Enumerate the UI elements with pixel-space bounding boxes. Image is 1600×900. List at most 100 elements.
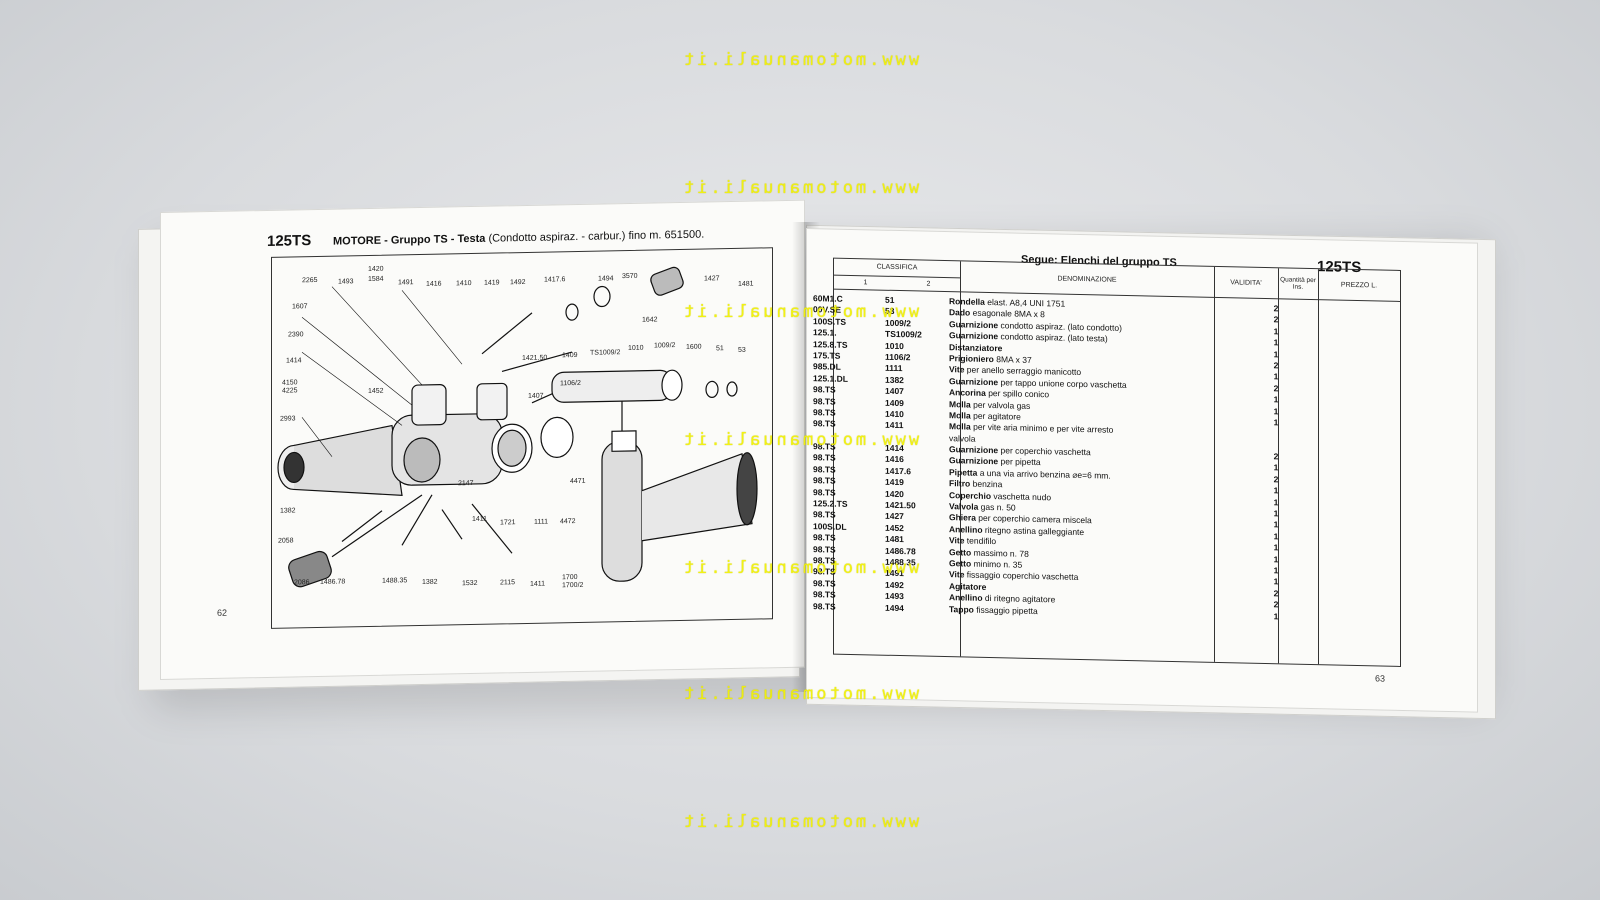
callout-label: 1010 [628, 344, 644, 353]
callout-label: 1106/2 [560, 379, 581, 388]
callout-label: 1420 [368, 265, 384, 274]
part-description: gas n. 50 [978, 501, 1016, 513]
classifica-2-cell: 1410 [885, 408, 904, 420]
quantity-cell: 1 [1273, 405, 1279, 416]
callout-label: 1382 [422, 578, 438, 586]
classifica-2-cell: 1493 [885, 590, 904, 602]
part-name: Guarnizione [949, 330, 999, 342]
callout-label: 1488.35 [382, 577, 408, 585]
callout-label: 1411 [530, 580, 546, 588]
part-description: vaschetta nudo [991, 490, 1052, 502]
callout-label: 1411 [472, 515, 488, 524]
classifica-1-cell: 98.TS [813, 600, 836, 612]
classifica-2-cell: 1382 [885, 374, 904, 385]
part-description: fissaggio pipetta [973, 604, 1038, 616]
part-name: Guarnizione [949, 455, 999, 467]
callout-label: 2086 [294, 579, 310, 587]
watermark-text: www.motomanuali.it [680, 50, 920, 70]
callout-label: 1410 [456, 280, 472, 288]
classifica-2-cell: 1421.50 [885, 499, 916, 511]
classifica-1-cell: 98.TS [813, 464, 836, 475]
callout-label: 1009/2 [654, 342, 676, 350]
part-name: Filtro [949, 478, 971, 489]
col-classifica: CLASSIFICA [876, 263, 918, 272]
callout-label: 1416 [426, 280, 442, 288]
callout-label: 1452 [368, 387, 384, 396]
callout-label: 51 [716, 345, 724, 353]
part-description: benzina [970, 478, 1003, 490]
classifica-2-cell: 1494 [885, 602, 904, 613]
quantity-cell: 1 [1273, 394, 1279, 405]
quantity-cell: 2 [1273, 382, 1279, 394]
quantity-cell: 1 [1273, 519, 1279, 530]
quantity-cell: 2 [1273, 587, 1279, 599]
quantity-cell: 1 [1273, 610, 1279, 621]
classifica-1-cell: 125.8.TS [813, 338, 848, 350]
classifica-2-cell: 1419 [885, 476, 904, 488]
part-name: Vite [949, 535, 965, 546]
callout-label: 1493 [338, 278, 354, 286]
col-quantita: Quantità per Ins. [1280, 276, 1316, 291]
callout-label: 1600 [686, 343, 702, 351]
watermark-text: www.motomanuali.it [680, 558, 920, 578]
callout-label: 1414 [286, 357, 302, 365]
classifica-2-cell: 1106/2 [885, 351, 911, 363]
watermark-text: www.motomanuali.it [680, 684, 920, 704]
classifica-2-cell: TS1009/2 [885, 328, 922, 340]
quantity-cell: 1 [1273, 496, 1279, 507]
part-name: Agitatore [949, 580, 987, 592]
callout-label: 1721 [500, 519, 516, 527]
callout-label: 2993 [280, 415, 296, 423]
callout-label: 1419 [484, 279, 500, 287]
classifica-1-cell: 98.TS [813, 418, 836, 429]
part-name: Vite [949, 364, 965, 375]
classifica-2-cell: 1452 [885, 522, 904, 533]
part-name: Valvola [949, 501, 979, 512]
title-rest: (Condotto aspiraz. - carbur.) fino m. 65… [488, 228, 705, 245]
classifica-1-cell: 100S.DL [813, 520, 847, 532]
callout-label: 1427 [704, 275, 720, 283]
callout-label: 1481 [738, 280, 754, 288]
callout-label: 1407 [528, 392, 544, 400]
part-description: per pipetta [998, 456, 1041, 468]
callout-label: 1492 [510, 278, 526, 287]
header-divider [834, 274, 960, 279]
part-description: per coperchio camera miscela [975, 513, 1092, 526]
exploded-drawing: 1420 2265 1493 1584 1491 1416 1410 1419 … [271, 247, 773, 629]
classifica-2-cell: 1010 [885, 340, 904, 351]
callout-label: 4471 [570, 477, 586, 486]
part-description: di ritegno agitatore [982, 593, 1056, 605]
classifica-1-cell: 98.TS [813, 486, 836, 498]
page-number: 63 [1375, 673, 1386, 684]
quantity-cell: 1 [1273, 337, 1279, 348]
quantity-cell: 2 [1273, 360, 1279, 371]
part-name: Anellino [949, 592, 983, 604]
carburetor-exploded-view [277, 266, 758, 588]
callout-label: 1494 [598, 275, 614, 283]
quantity-cell: 1 [1273, 485, 1279, 496]
col-validita: VALIDITA' [1230, 279, 1262, 287]
classifica-2-cell: 1111 [885, 363, 903, 374]
part-name: Distanziatore [949, 341, 1003, 353]
callout-label: 1584 [368, 275, 384, 284]
watermark-text: www.motomanuali.it [680, 302, 920, 322]
classifica-1-cell: 98.TS [813, 407, 836, 418]
right-page: Segue: Elenchi del gruppo TS 125TS CLASS… [806, 228, 1478, 713]
quantity-cell: 2 [1273, 451, 1279, 462]
part-name: Molla [949, 410, 971, 421]
part-description: per spillo conico [985, 388, 1050, 400]
classifica-2-cell: 1486.78 [885, 545, 916, 556]
callout-label: 3570 [622, 272, 638, 281]
quantity-cell [1261, 428, 1291, 429]
left-page: 125TS MOTORE - Gruppo TS - Testa (Condot… [160, 199, 805, 681]
quantity-cell: 2 [1273, 474, 1279, 485]
classifica-1-cell: 125.1.DL [813, 372, 848, 384]
callout-label: TS1009/2 [590, 349, 621, 357]
part-description: ritegno astina galleggiante [982, 524, 1085, 537]
callout-label: 1421.50 [522, 354, 548, 363]
page-number: 62 [217, 607, 228, 618]
classifica-2-cell: 1416 [885, 454, 904, 465]
part-name: Molla [949, 398, 971, 410]
classifica-1-cell: 98.TS [813, 577, 836, 589]
callout-label: 2265 [302, 276, 318, 285]
